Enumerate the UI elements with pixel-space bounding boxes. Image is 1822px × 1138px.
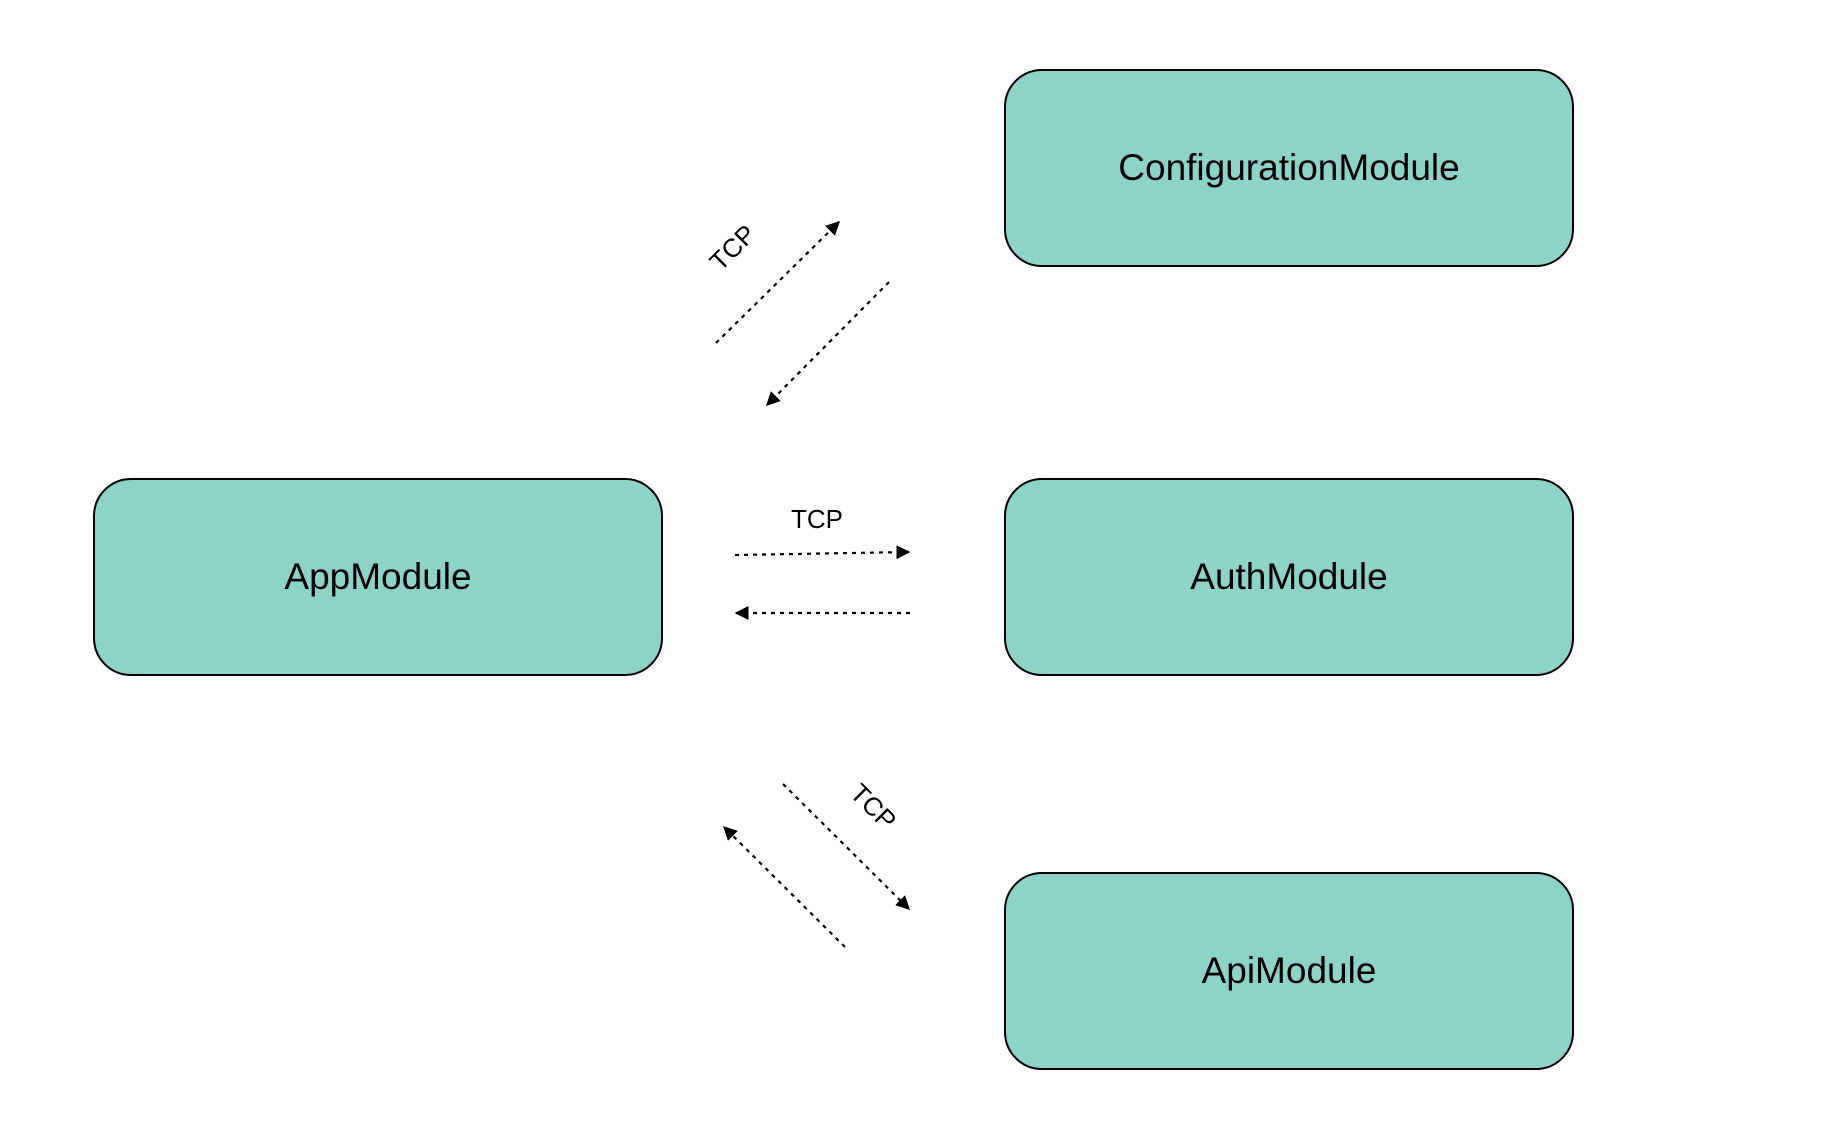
configuration-module-label: ConfigurationModule (1118, 147, 1460, 188)
edge-label-app-config: TCP (704, 219, 762, 277)
auth-module-label: AuthModule (1190, 556, 1388, 597)
arrow-app-to-api (782, 783, 910, 910)
configuration-module-node[interactable]: ConfigurationModule (1004, 69, 1574, 267)
edge-label-app-auth: TCP (791, 504, 843, 534)
arrow-app-to-auth (734, 545, 911, 560)
app-module-node[interactable]: AppModule (93, 478, 663, 676)
edge-label-app-api: TCP (844, 778, 902, 836)
api-module-node[interactable]: ApiModule (1004, 872, 1574, 1070)
arrow-api-to-app (723, 826, 846, 948)
auth-module-node[interactable]: AuthModule (1004, 478, 1574, 676)
api-module-label: ApiModule (1201, 950, 1377, 991)
arrow-config-to-app (766, 281, 890, 406)
arrow-app-to-config (715, 221, 840, 344)
app-module-label: AppModule (284, 556, 472, 597)
